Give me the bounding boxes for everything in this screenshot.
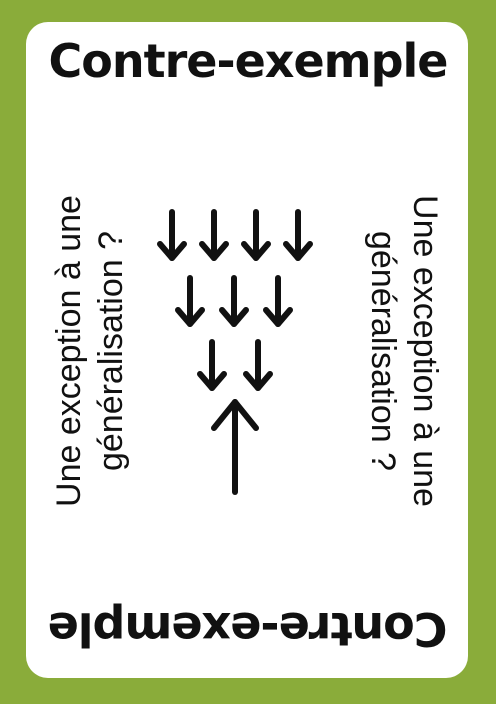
down-arrow-icon bbox=[241, 209, 271, 261]
up-arrow-icon bbox=[211, 399, 259, 495]
question-left: Une exception à une généralisation ? bbox=[48, 116, 132, 586]
question-line-2: généralisation ? bbox=[92, 230, 130, 472]
question-line-1: Une exception à une bbox=[406, 195, 444, 507]
card-title: Contre-exemple bbox=[48, 34, 449, 88]
question-right: Une exception à une généralisation ? bbox=[362, 116, 446, 586]
converging-arrows-icon bbox=[157, 209, 313, 495]
down-arrow-icon bbox=[157, 209, 187, 261]
card-face bbox=[26, 22, 468, 678]
down-arrow-icon bbox=[197, 339, 227, 391]
down-arrow-icon bbox=[283, 209, 313, 261]
card-title-inverted: Contre-exemple bbox=[48, 602, 448, 656]
question-line-2: généralisation ? bbox=[364, 230, 402, 472]
down-arrow-icon bbox=[199, 209, 229, 261]
down-arrow-icon bbox=[219, 275, 249, 327]
down-arrow-icon bbox=[263, 275, 293, 327]
down-arrow-icon bbox=[243, 339, 273, 391]
question-line-1: Une exception à une bbox=[50, 195, 88, 507]
down-arrow-icon bbox=[175, 275, 205, 327]
